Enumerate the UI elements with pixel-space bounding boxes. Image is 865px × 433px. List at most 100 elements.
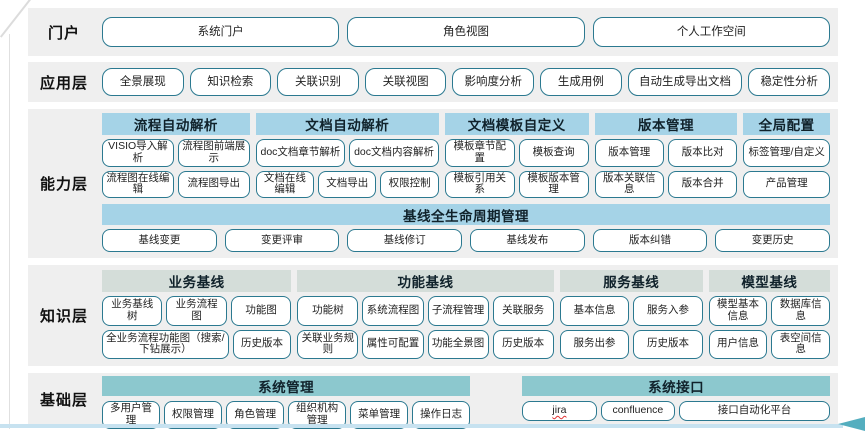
item-box: jira <box>522 401 597 421</box>
group: 系统管理多用户管理权限管理角色管理组织机构管理菜单管理操作日志 <box>102 376 471 429</box>
item-box: 版本合并 <box>667 170 738 198</box>
item-box: 功能树 <box>297 296 359 326</box>
layer-label-foundation: 基础层 <box>39 392 88 409</box>
item-box: 全景展现 <box>102 68 184 96</box>
bottom-accent-line <box>0 424 843 428</box>
item-box: 文档导出 <box>318 170 377 198</box>
group: 服务基线基本信息服务入参服务出参历史版本 <box>559 270 703 359</box>
left-arrow-icon <box>838 417 865 431</box>
group-row: 用户信息表空间信息 <box>708 329 831 359</box>
item-box: 产品管理 <box>743 170 830 198</box>
item-box: 版本管理 <box>594 139 664 167</box>
item-box: doc文档内容解析 <box>349 139 439 167</box>
group-row: 模型基本信息数据库信息 <box>708 296 831 326</box>
item-box: 系统门户 <box>102 17 340 47</box>
item-box: 基线变更 <box>102 229 217 252</box>
application-band: 应用层 全景展现知识检索关联识别关联视图影响度分析生成用例自动生成导出文档稳定性… <box>28 62 838 102</box>
knowledge-content: 业务基线业务基线树业务流程图功能图全业务流程功能图（搜索/下钻展示）历史版本功能… <box>100 265 838 366</box>
group-row: 业务基线树业务流程图功能图 <box>102 296 292 326</box>
item-box: 组织机构管理 <box>288 401 347 429</box>
item-box: 基线修订 <box>347 229 463 252</box>
item-box: 关联视图 <box>364 68 447 96</box>
item-box: 角色视图 <box>347 17 585 47</box>
group: 模型基线模型基本信息数据库信息用户信息表空间信息 <box>708 270 831 359</box>
item-box: 流程图在线编辑 <box>102 170 174 198</box>
layer-label-portal: 门户 <box>47 24 80 42</box>
group: 文档模板自定义模板章节配置模板查询模板引用关系模板版本管理 <box>444 113 589 198</box>
item-box: 表空间信息 <box>771 329 831 359</box>
item-box: 多用户管理 <box>102 401 161 429</box>
group-row: 模板引用关系模板版本管理 <box>444 170 589 198</box>
group-row: 服务出参历史版本 <box>559 329 703 359</box>
item-box: 标签管理/自定义 <box>743 139 830 167</box>
item-box: confluence <box>600 401 676 421</box>
item-box: 文档在线编辑 <box>255 170 315 198</box>
item-box: 服务出参 <box>559 329 630 359</box>
application-items: 全景展现知识检索关联识别关联视图影响度分析生成用例自动生成导出文档稳定性分析 <box>100 62 838 102</box>
group-row: VISIO导入解析流程图前端展示 <box>102 139 250 167</box>
item-box: 模板章节配置 <box>444 139 515 167</box>
group: 全局配置标签管理/自定义产品管理 <box>743 113 830 198</box>
page-left-edge <box>9 34 10 429</box>
group: 业务基线业务基线树业务流程图功能图全业务流程功能图（搜索/下钻展示）历史版本 <box>102 270 292 359</box>
item-box: 基线发布 <box>470 229 585 252</box>
group-header: 版本管理 <box>594 113 738 135</box>
item-box: 模板引用关系 <box>444 170 515 198</box>
baseline-lifecycle-header: 基线全生命周期管理 <box>102 204 830 225</box>
item-box: 变更评审 <box>224 229 340 252</box>
item-box: 关联识别 <box>277 68 359 96</box>
baseline-lifecycle-items: 基线变更变更评审基线修订基线发布版本纠错变更历史 <box>102 229 831 252</box>
item-box: 用户信息 <box>708 329 768 359</box>
item-box: 历史版本 <box>492 329 554 359</box>
item-box: 历史版本 <box>633 329 703 359</box>
item-box: 权限管理 <box>164 401 223 429</box>
item-box: 操作日志 <box>412 401 471 429</box>
item-box: VISIO导入解析 <box>102 139 174 167</box>
group-row: 流程图在线编辑流程图导出 <box>102 170 250 198</box>
group-row: 模板章节配置模板查询 <box>444 139 589 167</box>
item-box: 属性可配置 <box>362 329 424 359</box>
item-box: 生成用例 <box>540 68 622 96</box>
item-box: 影响度分析 <box>452 68 535 96</box>
item-box: 知识检索 <box>189 68 272 96</box>
item-box: 基本信息 <box>559 296 630 326</box>
item-box: 稳定性分析 <box>748 68 830 96</box>
item-box: 功能全景图 <box>427 329 489 359</box>
group-row: 版本关联信息版本合并 <box>594 170 738 198</box>
group: 版本管理版本管理版本比对版本关联信息版本合并 <box>594 113 738 198</box>
item-box: 变更历史 <box>715 229 831 252</box>
group-header: 文档模板自定义 <box>444 113 589 135</box>
item-box: 服务入参 <box>633 296 703 326</box>
item-box: 关联服务 <box>492 296 554 326</box>
portal-band: 门户 系统门户角色视图个人工作空间 <box>28 8 838 56</box>
item-box: 权限控制 <box>380 170 439 198</box>
item-box: 个人工作空间 <box>592 17 830 47</box>
item-box: 接口自动化平台 <box>679 401 830 421</box>
item-box: 模型基本信息 <box>708 296 768 326</box>
group: 功能基线功能树系统流程图子流程管理关联服务关联业务规则属性可配置功能全景图历史版… <box>297 270 554 359</box>
item-box: 模板查询 <box>518 139 589 167</box>
item-box: 版本关联信息 <box>594 170 664 198</box>
group-header: 流程自动解析 <box>102 113 250 135</box>
item-box: doc文档章节解析 <box>255 139 346 167</box>
group-header: 全局配置 <box>743 113 830 135</box>
item-box: 菜单管理 <box>350 401 409 429</box>
item-box: 历史版本 <box>232 329 292 359</box>
item-box: 自动生成导出文档 <box>627 68 743 96</box>
item-box: 流程图前端展示 <box>177 139 250 167</box>
layer-label-capability: 能力层 <box>39 176 88 193</box>
layer-label-knowledge: 知识层 <box>39 308 88 325</box>
layer-label-application: 应用层 <box>39 74 88 92</box>
item-box: 全业务流程功能图（搜索/下钻展示） <box>102 329 229 359</box>
group-row: 文档在线编辑文档导出权限控制 <box>255 170 439 198</box>
item-box: 功能图 <box>230 296 292 326</box>
item-box: 流程图导出 <box>177 170 250 198</box>
